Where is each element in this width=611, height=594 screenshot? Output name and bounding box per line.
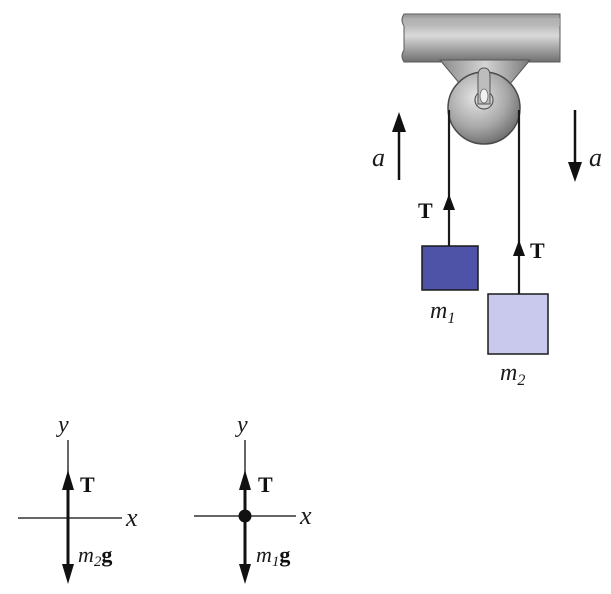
- fbd-m1-tension-label: T: [258, 472, 273, 497]
- fbd-m1-x-label: x: [299, 501, 312, 530]
- acceleration-label-down: a: [589, 143, 602, 172]
- fbd-m1-weight-label: m1g: [256, 542, 290, 570]
- fbd-m2-weight-label: m2g: [78, 542, 112, 570]
- ceiling-support: [401, 13, 561, 63]
- tension-label-right: T: [530, 238, 545, 263]
- tension-arrow-right: [513, 240, 525, 256]
- mass-m2: [487, 293, 549, 355]
- pulley: [447, 67, 521, 145]
- fbd-m2-y-label: y: [56, 412, 69, 438]
- fbd-m2-x-label: x: [125, 503, 138, 532]
- fbd-m2-tension-label: T: [80, 472, 95, 497]
- acceleration-label-up: a: [372, 143, 385, 172]
- mass-m1: [421, 245, 479, 291]
- fbd-m1-y-label: y: [235, 412, 248, 438]
- tension-arrow-left: [443, 194, 455, 210]
- acceleration-arrow-up: [392, 112, 406, 180]
- tension-label-left: T: [418, 198, 433, 223]
- fbd-m1: y x T m1g: [194, 412, 312, 584]
- fbd-m1-point: [238, 509, 252, 523]
- mass-m1-label: m1: [430, 298, 455, 327]
- fbd-m2: y x T m2g: [18, 412, 138, 584]
- acceleration-arrow-down: [568, 110, 582, 182]
- mass-m2-label: m2: [500, 360, 525, 389]
